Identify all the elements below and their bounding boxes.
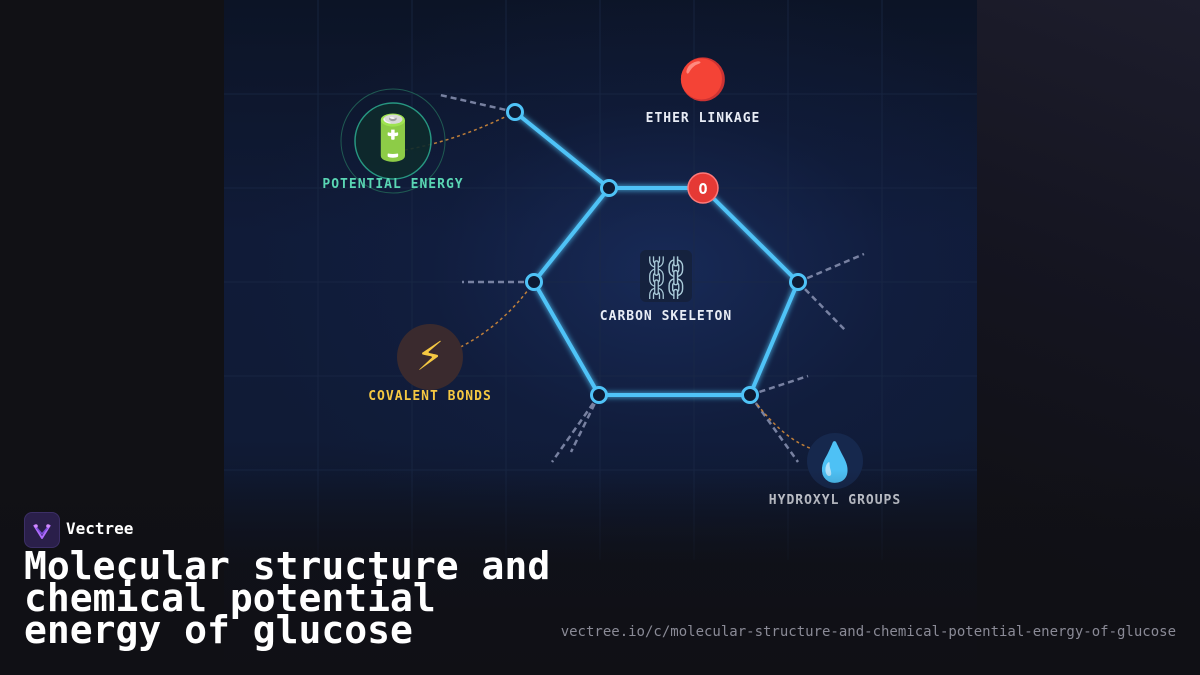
ring-bond [748,280,800,397]
vectree-logo-icon [24,512,60,548]
ring-bond [532,186,611,284]
side-bond [439,93,516,114]
page-title: Molecular structure and chemical potenti… [24,544,551,652]
hydroxyl-groups-label: HYDROXYL GROUPS [768,493,902,508]
droplet-icon: 💧 [811,440,859,484]
ring-bond [532,280,601,397]
bond-c6-c5 [513,110,611,190]
side-bond [797,252,865,284]
lightning-icon: ⚡ [415,334,445,380]
side-bond [569,394,601,453]
red-circle-icon: 🔴 [678,57,728,103]
ring-bond [701,186,800,284]
brand-name: Vectree [66,519,134,538]
potential-energy-halo [340,88,446,194]
battery-icon: 🔋 [365,113,421,164]
energy-link-covalent [449,281,535,353]
side-bond [797,281,846,331]
atom-carbon [789,273,807,291]
potential-energy-label: POTENTIAL ENERGY [322,177,464,192]
atom-carbon [741,386,759,404]
atom-oxygen [687,172,719,204]
carbon-skeleton-label: CARBON SKELETON [599,309,733,324]
side-bond [749,374,809,397]
atom-oxygen-symbol: O [698,180,707,198]
ether-linkage-label: ETHER LINKAGE [645,111,761,126]
carbon-skeleton-badge [640,250,692,302]
atom-carbon [506,103,524,121]
atom-carbon [600,179,618,197]
covalent-bonds-label: COVALENT BONDS [368,389,492,404]
covalent-bonds-badge [397,324,463,390]
potential-energy-ring [354,102,432,180]
side-bond [550,394,601,463]
source-url[interactable]: vectree.io/c/molecular-structure-and-che… [560,624,1176,640]
chain-icon: ⛓ [639,253,693,302]
atom-carbon [525,273,543,291]
atom-carbon [590,386,608,404]
